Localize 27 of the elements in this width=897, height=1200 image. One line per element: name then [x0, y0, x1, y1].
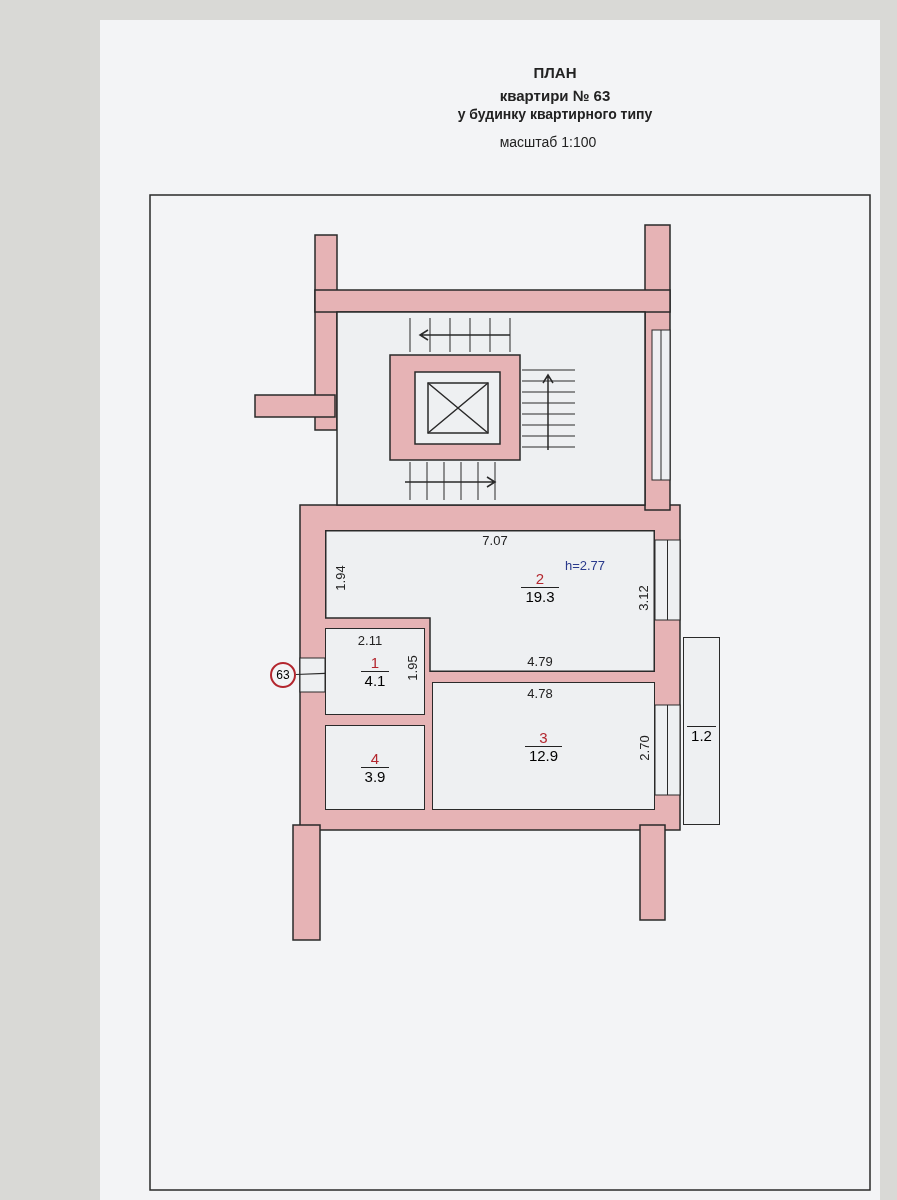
room-area-value: 3.9: [360, 767, 390, 785]
room-area-value: 12.9: [524, 745, 563, 764]
balcony-area: [683, 637, 720, 825]
room-area-value: 4.1: [360, 671, 390, 689]
dimension-label: 2.70: [636, 735, 652, 761]
dimension-label: 1.95: [404, 655, 420, 681]
subtitle: у будинку квартирного типу: [457, 106, 653, 122]
title: ПЛАН: [533, 63, 577, 81]
room-area: [325, 725, 425, 810]
balcony-area-value: 1.2: [687, 726, 716, 744]
room-area: [432, 682, 655, 810]
dimension-label: 4.78: [527, 685, 553, 701]
room-area-value: 19.3: [521, 587, 559, 605]
scale-label: масштаб 1:100: [499, 134, 597, 150]
dimension-label: 7.07: [482, 532, 508, 548]
room-number: 3: [539, 728, 548, 746]
leader-line: [295, 672, 326, 676]
room-number: 2: [535, 570, 545, 587]
subtitle: квартири № 63: [499, 86, 611, 104]
dimension-label: 2.11: [357, 632, 383, 648]
dimension-label: 1.94: [332, 565, 348, 591]
room-number: 1: [370, 654, 380, 671]
room-number: 4: [370, 750, 380, 767]
height-label: h=2.77: [564, 557, 606, 573]
room-area: [325, 628, 425, 715]
dimension-label: 3.12: [635, 585, 651, 611]
dimension-label: 4.79: [527, 653, 553, 669]
